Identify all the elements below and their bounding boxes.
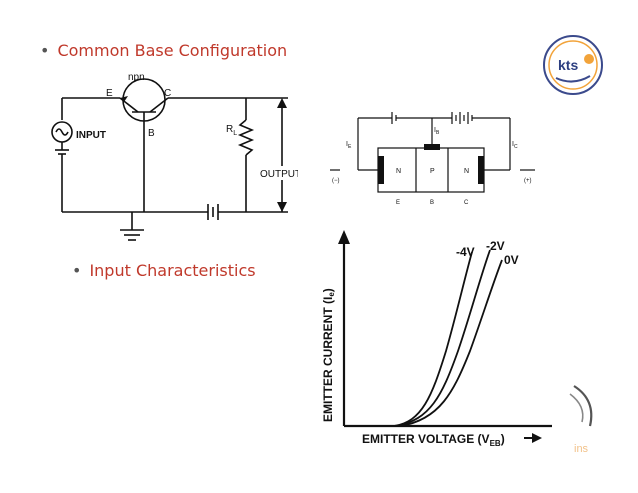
kts-logo: kts	[543, 35, 603, 95]
curve-label-minus-2v: -2V	[486, 239, 505, 253]
watermark-text: ins	[574, 443, 589, 455]
curve-minus-2v	[395, 249, 491, 427]
x-axis-label: EMITTER VOLTAGE (VEB)	[362, 432, 505, 448]
slide-title-text: Common Base Configuration	[57, 41, 288, 60]
curve-minus-4v	[393, 251, 473, 427]
emitter-label: E	[106, 88, 113, 99]
curve-label-minus-4v: -4V	[456, 245, 475, 259]
terminal-e: E	[396, 200, 400, 206]
terminal-c: C	[464, 200, 469, 206]
resistor-label: RL	[226, 124, 237, 137]
region-p: P	[430, 168, 435, 175]
minus-terminal: (−)	[332, 178, 340, 184]
output-label: OUTPUT	[260, 169, 298, 180]
common-base-circuit: npn E C B INPUT RL OUTPUT	[51, 72, 298, 241]
collector-label: C	[164, 88, 171, 99]
npn-label: npn	[128, 72, 145, 83]
ib-label: IB	[434, 127, 440, 136]
input-label: INPUT	[76, 130, 106, 141]
curve-0v	[399, 259, 503, 427]
logo-text: kts	[558, 57, 578, 73]
region-n1: N	[396, 168, 401, 175]
region-n2: N	[464, 168, 469, 175]
bullet-icon: •	[40, 41, 50, 60]
base-label: B	[148, 128, 155, 139]
slide-title: • Common Base Configuration	[40, 41, 287, 60]
bullet-icon: •	[72, 261, 82, 280]
input-characteristics-graph: -4V -2V 0V EMITTER CURRENT (Ie) EMITTER …	[321, 230, 552, 448]
y-axis-label: EMITTER CURRENT (Ie)	[321, 288, 336, 422]
slide-subtitle: • Input Characteristics	[72, 261, 256, 280]
slide-subtitle-text: Input Characteristics	[89, 261, 256, 280]
junction-diagram: IE IB IC (−) (+) N P N E B C	[330, 112, 535, 206]
ie-label: IE	[346, 141, 352, 150]
plus-terminal: (+)	[524, 178, 532, 184]
curve-label-0v: 0V	[504, 253, 519, 267]
watermark: ins	[569, 385, 593, 455]
ic-label: IC	[512, 141, 518, 150]
terminal-b: B	[430, 200, 434, 206]
